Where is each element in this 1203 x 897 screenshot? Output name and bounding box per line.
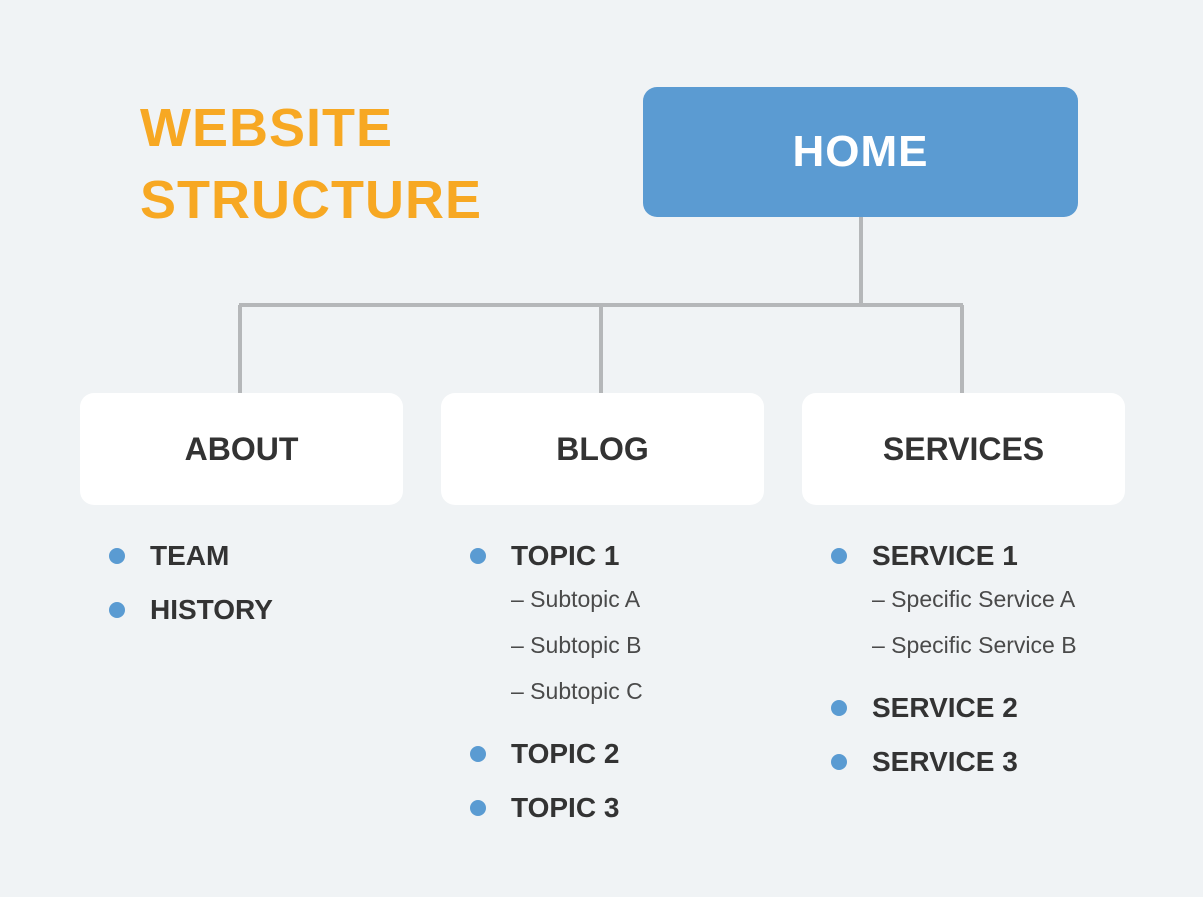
bullet-icon [831,754,847,770]
title-line-2: STRUCTURE [140,170,482,230]
list-item-label: TOPIC 3 [511,792,620,823]
bullet-icon [109,548,125,564]
sub-list-item: – Specific Service A [872,586,1076,612]
blog-node: BLOG [441,393,764,505]
list-item-label: SERVICE 2 [872,692,1018,723]
about-list: TEAM HISTORY [109,536,273,630]
about-node: ABOUT [80,393,403,505]
list-item-label: TOPIC 1 [511,540,620,571]
sub-list-item: – Subtopic B [511,632,642,658]
list-item-label: TEAM [150,540,230,571]
bullet-icon [470,548,486,564]
list-item-label: SERVICE 3 [872,746,1018,777]
services-node-label: SERVICES [882,430,1045,467]
list-item: SERVICE 3 [831,742,1077,782]
bullet-icon [470,800,486,816]
blog-node-label: BLOG [556,430,649,467]
sub-list: – Subtopic A – Subtopic B – Subtopic C [511,582,643,720]
bullet-icon [109,602,125,618]
list-item: SERVICE 2 [831,688,1077,728]
bullet-icon [831,700,847,716]
list-item: TOPIC 3 [470,788,643,828]
about-node-label: ABOUT [184,430,299,467]
list-item-label: SERVICE 1 [872,540,1018,571]
sub-list-item: – Subtopic A [511,586,641,612]
home-node: HOME [643,87,1078,217]
list-item: TOPIC 1 – Subtopic A – Subtopic B – Subt… [470,536,643,720]
sub-list-item: – Subtopic C [511,678,643,704]
list-item-label: TOPIC 2 [511,738,620,769]
list-item-label: HISTORY [150,594,273,625]
diagram-title: WEBSITE STRUCTURE [140,92,482,236]
list-item: TEAM [109,536,273,576]
list-item: HISTORY [109,590,273,630]
list-item: SERVICE 1 – Specific Service A – Specifi… [831,536,1077,674]
bullet-icon [470,746,486,762]
home-node-label: HOME [792,127,929,176]
bullet-icon [831,548,847,564]
blog-list: TOPIC 1 – Subtopic A – Subtopic B – Subt… [470,536,643,828]
title-line-1: WEBSITE [140,98,394,158]
sub-list-item: – Specific Service B [872,632,1077,658]
list-item: TOPIC 2 [470,734,643,774]
services-node: SERVICES [802,393,1125,505]
sub-list: – Specific Service A – Specific Service … [872,582,1077,674]
services-list: SERVICE 1 – Specific Service A – Specifi… [831,536,1077,782]
